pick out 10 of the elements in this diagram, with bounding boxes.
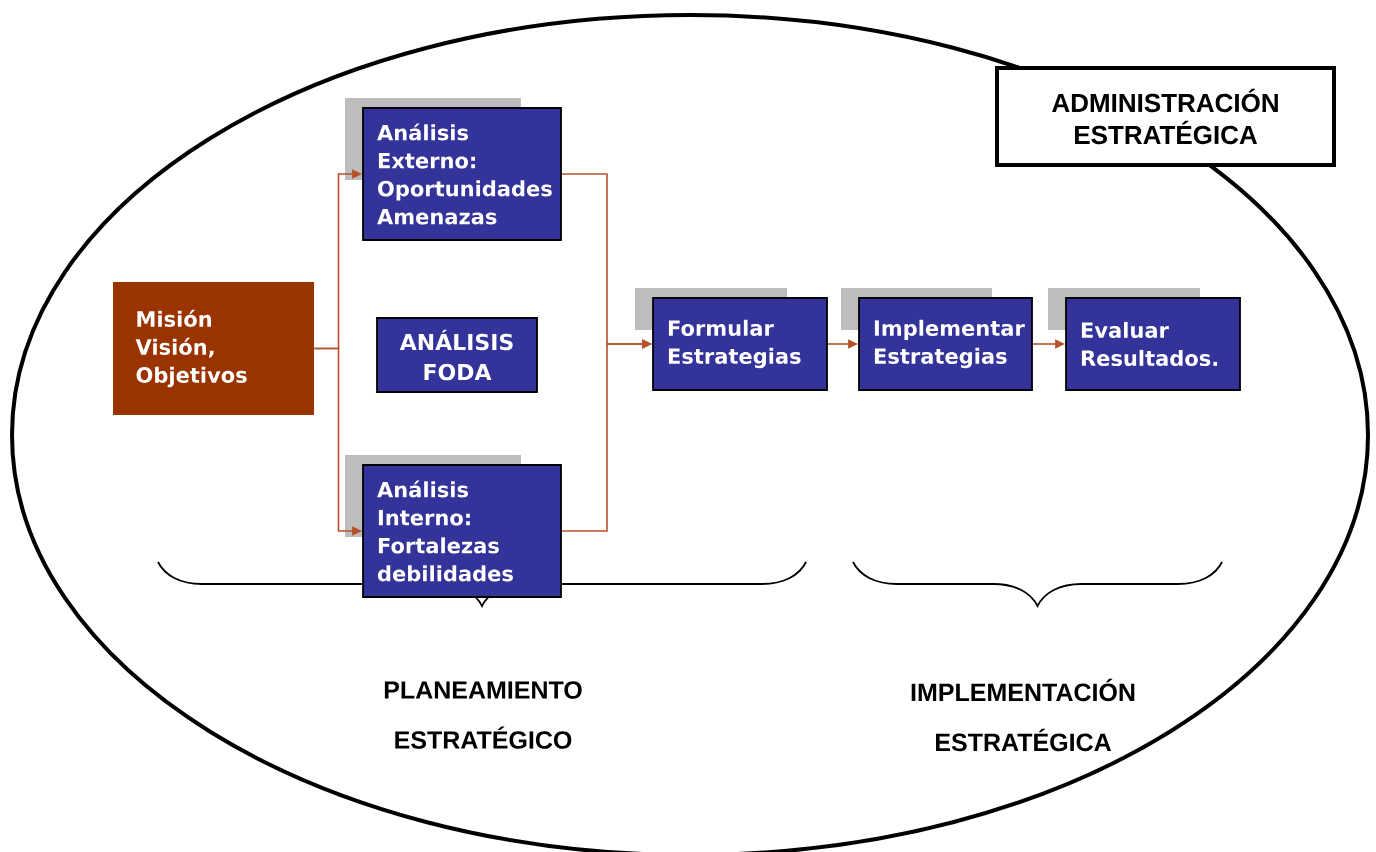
process-box: Análisis Externo: Oportunidades Amenazas xyxy=(345,98,562,241)
process-box: Evaluar Resultados. xyxy=(1048,288,1241,391)
process-box: Formular Estrategias xyxy=(635,288,828,391)
title-box: ADMINISTRACIÓN ESTRATÉGICA xyxy=(995,66,1336,167)
process-box: Implementar Estrategias xyxy=(841,288,1033,391)
section-label: IMPLEMENTACIÓN ESTRATÉGICA xyxy=(911,678,1135,752)
process-box: ANÁLISIS FODA xyxy=(376,317,538,393)
process-box: Análisis Interno: Fortalezas debilidades xyxy=(345,455,562,598)
section-label: PLANEAMIENTO ESTRATÉGICO xyxy=(384,681,582,749)
process-box: Misión Visión, Objetivos xyxy=(113,282,314,415)
